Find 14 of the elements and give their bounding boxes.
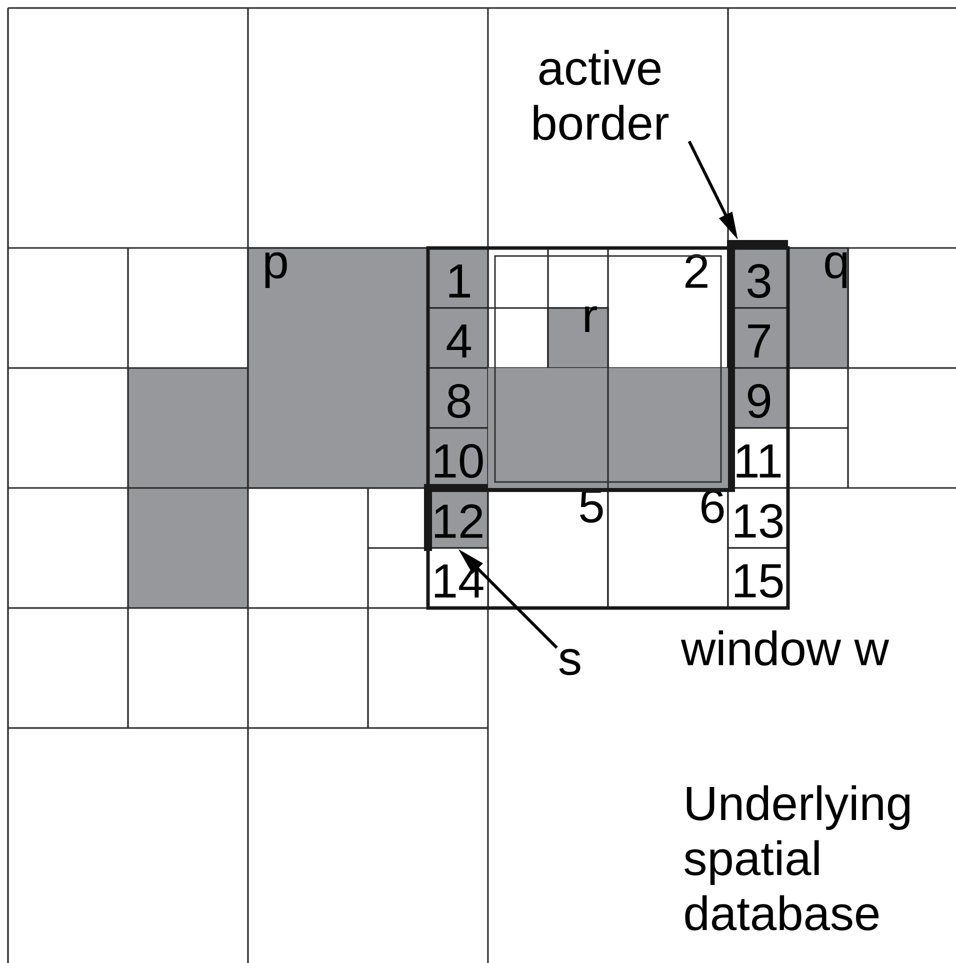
callout-letter: s (559, 648, 580, 676)
callout-text: active border (534, 50, 669, 140)
grid-cell: 15 (727, 547, 789, 609)
window-label: window w (680, 630, 890, 666)
grid-cell: 1 (427, 247, 489, 309)
grid-cell: q (787, 247, 849, 369)
region-label: Underlying spatial database (684, 785, 910, 930)
grid-cell: p (247, 247, 429, 489)
grid-cell: 10 (427, 427, 489, 489)
cell-number: 2 (686, 254, 708, 288)
grid-cell: 13 (727, 487, 789, 549)
grid-cell: 4 (427, 307, 489, 369)
grid-cell: 8 (427, 367, 489, 429)
grid-cell: r (547, 306, 609, 369)
